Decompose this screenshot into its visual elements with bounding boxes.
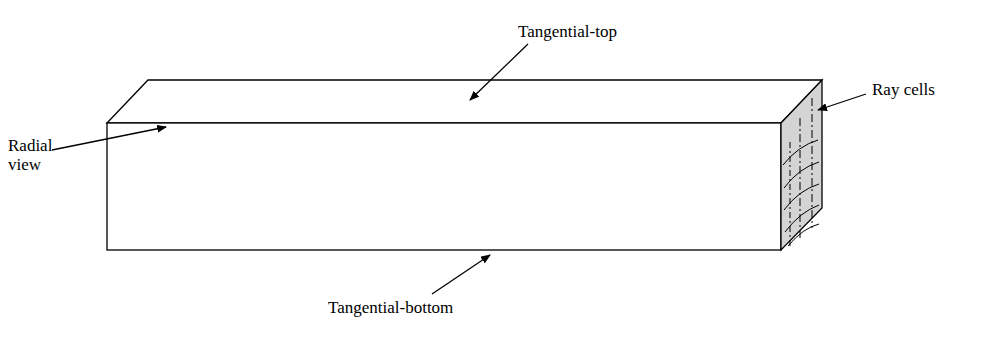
top-face: [107, 80, 822, 123]
face-label: Tangential-top: [518, 22, 617, 41]
view-label: Radial view: [8, 136, 68, 174]
part-label: Ray cells: [872, 80, 935, 99]
front-face: [107, 123, 781, 250]
ray-cell-marks: [783, 98, 819, 248]
leader-arrows: [52, 44, 866, 294]
end-face: [781, 80, 822, 250]
face-label: Tangential-bottom: [328, 298, 453, 317]
